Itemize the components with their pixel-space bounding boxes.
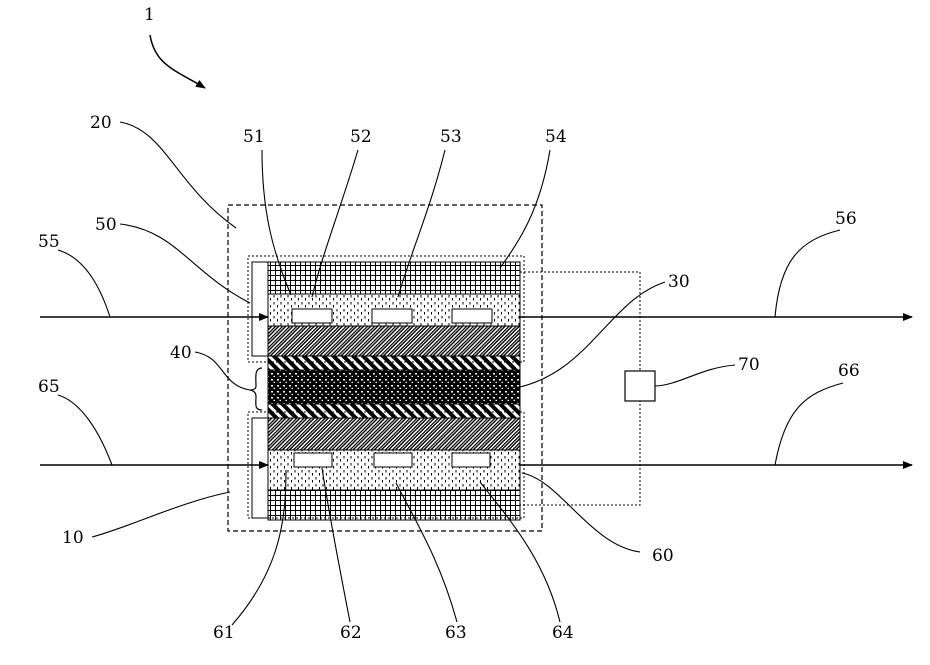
label-62: 62 <box>340 623 362 643</box>
leader-40 <box>195 352 250 390</box>
layer-54-top-plate <box>268 262 520 294</box>
label-55: 55 <box>38 232 60 252</box>
layer-upper-thick-hatch <box>268 356 520 370</box>
label-10: 10 <box>62 528 84 548</box>
channel-block-4 <box>294 453 332 467</box>
leader-65 <box>58 395 112 465</box>
controller-70 <box>625 371 655 401</box>
channel-block-1 <box>292 309 332 323</box>
label-65: 65 <box>38 377 60 397</box>
label-64: 64 <box>552 623 574 643</box>
leader-50 <box>120 224 250 303</box>
leader-54 <box>500 150 550 268</box>
label-20: 20 <box>90 113 112 133</box>
leader-55 <box>58 250 110 317</box>
leader-70 <box>655 365 735 386</box>
leader-10 <box>92 492 230 537</box>
control-loop-frame <box>520 272 640 505</box>
layer-lower-thick-hatch <box>268 404 520 418</box>
leader-56 <box>775 230 840 317</box>
label-52: 52 <box>350 127 372 147</box>
label-56: 56 <box>835 209 857 229</box>
side-plate-lower <box>252 418 268 518</box>
channel-block-3 <box>452 309 492 323</box>
label-40: 40 <box>170 343 192 363</box>
membrane-30 <box>268 370 520 404</box>
label-61: 61 <box>213 623 235 643</box>
leader-60 <box>522 473 640 552</box>
label-66: 66 <box>838 361 860 381</box>
side-plate-upper <box>252 262 268 356</box>
layer-lower-diag <box>268 418 520 450</box>
channel-block-5 <box>374 453 412 467</box>
channel-block-2 <box>372 309 412 323</box>
label-70: 70 <box>738 355 760 375</box>
label-53: 53 <box>440 127 462 147</box>
layer-upper-diag <box>268 326 520 356</box>
label-50: 50 <box>95 215 117 235</box>
brace-40 <box>250 368 262 410</box>
label-60: 60 <box>652 546 674 566</box>
label-54: 54 <box>545 127 567 147</box>
label-30: 30 <box>668 272 690 292</box>
layer-64-bottom-plate <box>268 490 520 520</box>
label-63: 63 <box>445 623 467 643</box>
leader-66 <box>775 383 843 465</box>
assembly-leader <box>150 35 205 88</box>
channel-block-6 <box>452 453 490 467</box>
label-51: 51 <box>243 127 265 147</box>
leader-20 <box>120 122 236 228</box>
assembly-ref-label: 1 <box>144 5 155 25</box>
